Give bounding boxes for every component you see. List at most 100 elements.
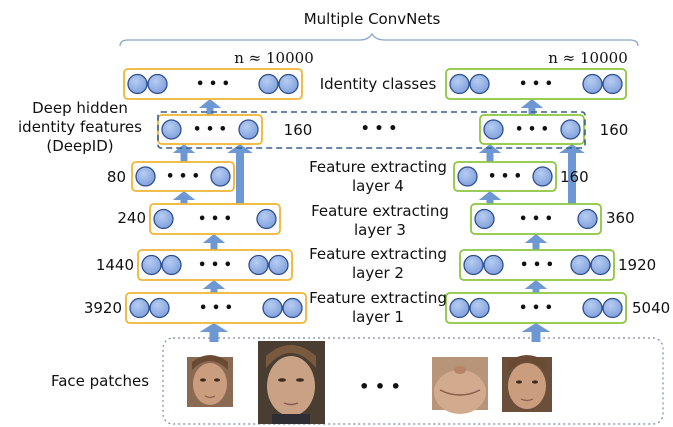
neuron-node <box>602 73 623 95</box>
right-n-label: n ≈ 10000 <box>548 49 627 67</box>
layer-boxes: • • • • • • • • • • • • • • • • • • • • • • • •… <box>123 68 627 324</box>
left-l2-box: • • • <box>137 249 293 281</box>
neuron-node <box>258 73 279 95</box>
neuron-node <box>210 166 231 187</box>
neuron-node <box>129 297 150 319</box>
neuron-ellipsis: • • • <box>515 123 549 138</box>
neuron-node <box>582 73 603 95</box>
arrow-right-l3-to-deepid <box>559 144 585 204</box>
neuron-node <box>483 119 504 140</box>
right-l2-dim: 1920 <box>618 256 656 274</box>
left-l3-dim: 240 <box>117 209 146 227</box>
neuron-node <box>449 73 470 95</box>
neuron-node <box>135 166 156 187</box>
arrow-right-l4-to-deepid <box>478 144 502 162</box>
neuron-node <box>248 254 269 276</box>
left-n-label: n ≈ 10000 <box>234 49 313 67</box>
arrow-left-l3-to-deepid <box>227 144 253 204</box>
arrow-right-l2-to-l3 <box>524 234 548 250</box>
left-l4-dim: 80 <box>107 168 126 186</box>
neuron-ellipsis: • • • <box>198 258 232 273</box>
face-patches-frame <box>162 337 664 425</box>
deep-hidden-line1: Deep hidden <box>32 99 128 117</box>
neuron-ellipsis: • • • <box>520 258 554 273</box>
neuron-ellipsis: • • • <box>199 301 233 316</box>
arrow-left-face-to-l1 <box>199 323 229 342</box>
neuron-node <box>141 254 162 276</box>
right-l3-dim: 360 <box>606 209 635 227</box>
left-l3-box-frame <box>149 203 281 235</box>
right-l3-box-frame <box>470 203 602 235</box>
neuron-node <box>256 208 277 230</box>
left-l4-box-frame <box>131 161 235 192</box>
neuron-node <box>153 208 174 230</box>
neuron-node <box>262 297 283 319</box>
neuron-ellipsis: • • • <box>519 212 553 227</box>
arrows-group <box>172 99 585 342</box>
neuron-node <box>560 119 581 140</box>
layer1-label-line2: layer 1 <box>352 308 404 326</box>
neuron-node <box>449 297 470 319</box>
right-l4-box: • • • <box>453 161 557 192</box>
layer3-label-line1: Feature extracting <box>311 202 449 220</box>
right-l1-dim: 5040 <box>632 299 670 317</box>
right-deepid-dim: 160 <box>600 121 629 139</box>
arrow-left-l2-to-l3 <box>202 234 226 250</box>
neuron-node <box>147 73 168 95</box>
neuron-node <box>469 297 490 319</box>
arrow-left-l3-to-l4 <box>172 191 196 204</box>
left-l1-dim: 3920 <box>84 299 122 317</box>
neuron-node <box>278 73 299 95</box>
right-l1-box-frame <box>445 292 627 324</box>
face-patch-2 <box>258 341 325 424</box>
left-l1-box-frame <box>125 292 307 324</box>
arrow-right-deepid-to-identity <box>520 99 544 115</box>
left-deepid-box: • • • <box>157 114 263 145</box>
neuron-ellipsis: • • • <box>193 123 227 138</box>
layer1-label-line1: Feature extracting <box>309 289 447 307</box>
layer2-label-line1: Feature extracting <box>309 245 447 263</box>
right-l4-dim: 160 <box>560 168 589 186</box>
right-identity-box: • • • <box>445 68 627 100</box>
right-deepid-box: • • • <box>479 114 585 145</box>
left-deepid-dim: 160 <box>284 121 313 139</box>
neuron-node <box>570 254 591 276</box>
deep-hidden-line3: (DeepID) <box>46 137 113 155</box>
arrow-right-l3-to-l4 <box>478 191 502 204</box>
neuron-node <box>602 297 623 319</box>
neuron-node <box>282 297 303 319</box>
face-patch-1 <box>187 355 233 407</box>
right-deepid-box-frame <box>479 114 585 145</box>
left-l2-dim: 1440 <box>96 256 134 274</box>
deep-hidden-line2: identity features <box>18 118 142 136</box>
neuron-ellipsis: • • • <box>488 170 522 185</box>
layer3-label-line2: layer 3 <box>354 221 406 239</box>
neuron-node <box>590 254 611 276</box>
left-identity-box: • • • <box>123 68 303 100</box>
face-patches-label: Face patches <box>51 372 149 390</box>
layer2-label-line2: layer 2 <box>352 264 404 282</box>
neuron-node <box>268 254 289 276</box>
neuron-node <box>469 73 490 95</box>
neuron-node <box>457 166 478 187</box>
layer4-label-line2: layer 4 <box>352 177 404 195</box>
title: Multiple ConvNets <box>304 10 441 28</box>
neuron-node <box>463 254 484 276</box>
neuron-node <box>474 208 495 230</box>
faces-ellipsis: • • • <box>359 377 401 396</box>
deepid-ellipsis: • • • <box>361 121 398 137</box>
left-l3-box: • • • <box>149 203 281 235</box>
neuron-node <box>127 73 148 95</box>
right-l2-box: • • • <box>459 249 615 281</box>
left-l1-box: • • • <box>125 292 307 324</box>
neuron-node <box>577 208 598 230</box>
neuron-ellipsis: • • • <box>519 301 553 316</box>
right-l3-box: • • • <box>470 203 602 235</box>
neuron-node <box>161 119 182 140</box>
neuron-node <box>532 166 553 187</box>
right-identity-box-frame <box>445 68 627 100</box>
neuron-node <box>238 119 259 140</box>
arrow-left-l1-to-l2 <box>202 280 226 293</box>
neuron-node <box>149 297 170 319</box>
neuron-ellipsis: • • • <box>519 77 553 92</box>
